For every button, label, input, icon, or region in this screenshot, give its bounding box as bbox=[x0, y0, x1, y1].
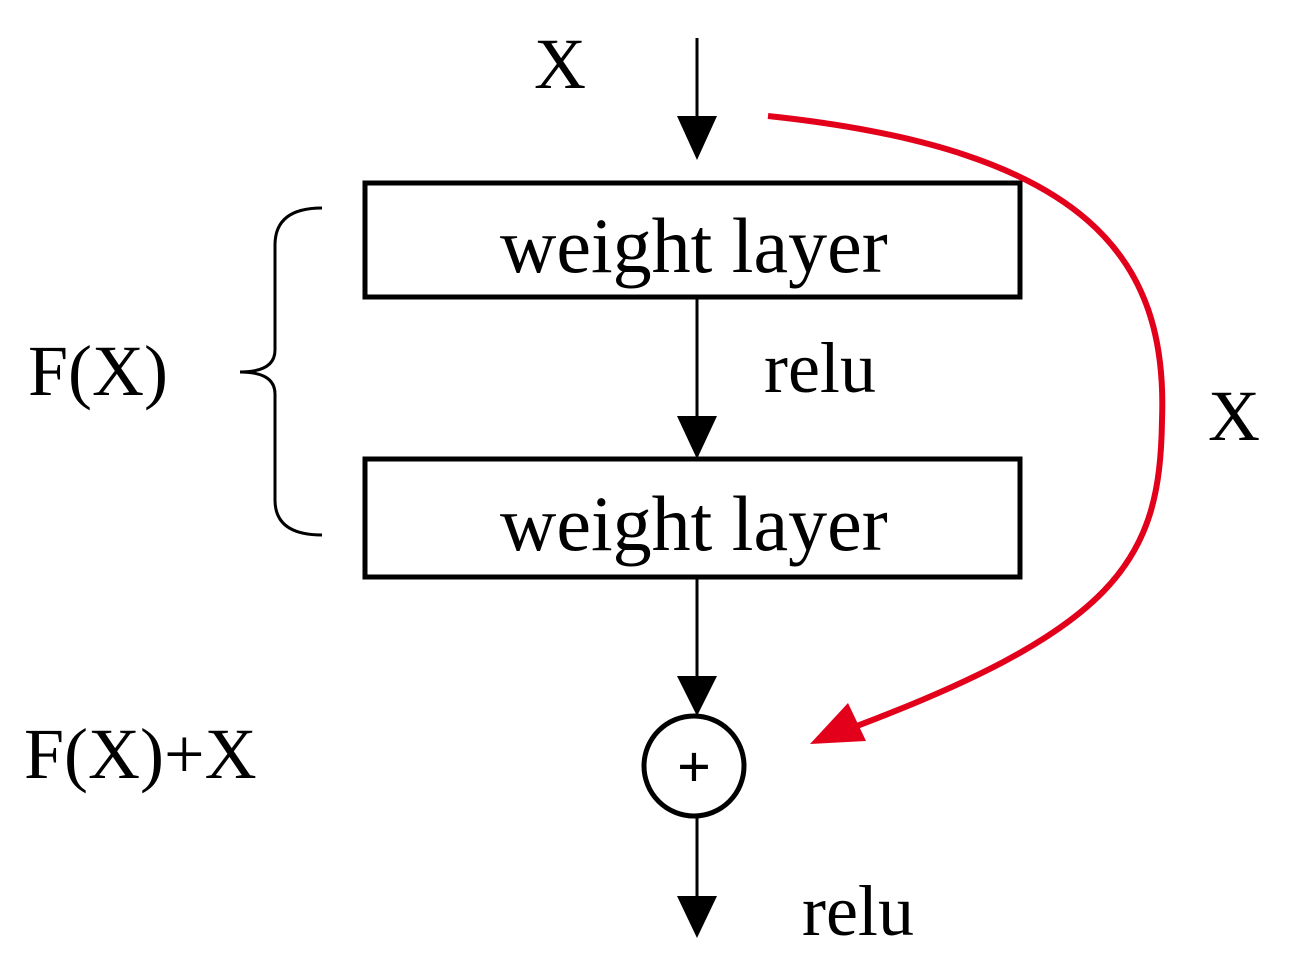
input-label: X bbox=[534, 24, 586, 104]
relu-arrowhead bbox=[677, 416, 717, 459]
skip-connection-arrowhead bbox=[810, 703, 866, 744]
sum-node bbox=[641, 713, 747, 819]
weight-layer-1-box bbox=[362, 180, 1023, 300]
weight-layer-2-box bbox=[362, 456, 1023, 580]
weight-layer-1-label: weight layer bbox=[500, 202, 888, 289]
relu-mid-label: relu bbox=[764, 328, 876, 408]
relu-out-label: relu bbox=[802, 871, 914, 951]
input-arrowhead bbox=[677, 116, 717, 160]
weight-layer-2-label: weight layer bbox=[500, 480, 888, 567]
sum-symbol: + bbox=[677, 734, 711, 800]
skip-connection-curve bbox=[767, 113, 1166, 739]
residual-brace bbox=[239, 206, 323, 537]
sum-output-label: F(X)+X bbox=[24, 714, 257, 794]
skip-connection-label: X bbox=[1208, 376, 1260, 456]
residual-function-label: F(X) bbox=[28, 331, 168, 411]
output-arrowhead bbox=[677, 896, 717, 938]
to-sum-arrowhead bbox=[677, 676, 717, 716]
